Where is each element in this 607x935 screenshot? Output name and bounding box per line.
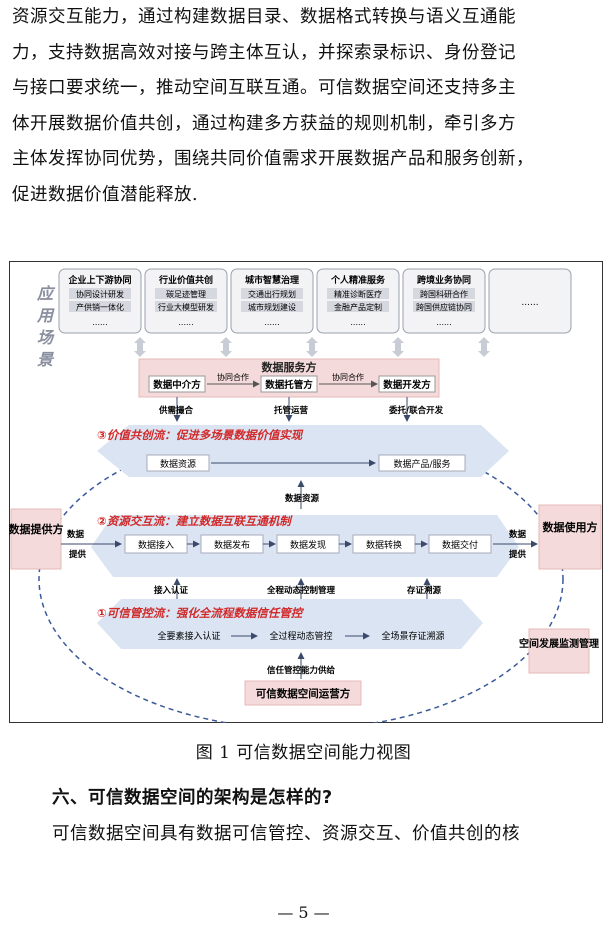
monitor-group: 空间发展监测管理 [519, 628, 599, 674]
intro-line: 促进数据价值潜能释放. [12, 184, 199, 205]
flow3-left: 数据资源 [160, 458, 196, 470]
coop-label: 协同合作 [332, 372, 364, 382]
custodian-label: 数据托管方 [264, 379, 313, 391]
scene-item: 交通出行规划 [248, 289, 296, 299]
evidence-trace-label: 存证溯源 [406, 585, 442, 596]
scene-item: ...... [436, 318, 451, 327]
scene-item: 行业大模型研发 [158, 302, 214, 312]
intro-line: 资源交互能力，通过构建数据目录、数据格式转换与语义互通能 [12, 7, 516, 27]
scene-label-char: 用 [36, 306, 55, 325]
scene-card: 个人精准服务 精准诊断医疗 金融产品定制 ...... [316, 268, 400, 334]
scene-card: 城市智慧治理 交通出行规划 城市规划建设 ...... [230, 268, 314, 334]
page-number: — 5 — [277, 903, 330, 922]
flow2-step: 数据接入 [138, 539, 174, 551]
flow1-step: 全要素接入认证 [157, 630, 220, 642]
figure-svg: 应 用 场 景 企业上下游协同 协同设计研发 产供销一体化 ...... 行业价… [9, 261, 603, 723]
flow2-step: 数据交付 [442, 539, 478, 551]
flow2-step: 数据转换 [366, 539, 402, 551]
body-paragraph: 可信数据空间具有数据可信管控、资源交互、价值共创的核 [52, 824, 520, 844]
scene-item: ...... [92, 318, 107, 327]
scene-item: 碳足迹管理 [166, 289, 206, 299]
service-band: 数据服务方 数据中介方 数据托管方 数据开发方 协同合作 协同合作 [138, 358, 440, 398]
scene-item: 产供销一体化 [76, 302, 124, 312]
user-group: 数据使用方 数据 提供 [493, 504, 602, 570]
intro-line: 力，支持数据高效对接与跨主体互认，并探索录标识、身份登记 [12, 42, 516, 63]
flow3-title: ③价值共创流：促进多场景数据价值实现 [97, 428, 304, 442]
dynamic-control-label: 全程动态控制管理 [266, 585, 336, 596]
monitor-label: 空间发展监测管理 [519, 637, 599, 650]
operator-label: 可信数据空间运营方 [256, 687, 351, 700]
flow2-title: ②资源交互流：建立数据互联互通机制 [97, 514, 293, 528]
user-flow-b: 提供 [509, 549, 527, 560]
data-resource-label: 数据资源 [285, 493, 320, 504]
scene-card: 企业上下游协同 协同设计研发 产供销一体化 ...... [58, 268, 142, 334]
scene-item: ...... [264, 318, 279, 327]
scene-item: ...... [350, 318, 365, 327]
scene-item: ...... [178, 318, 193, 327]
intro-line: 体开展数据价值共创，通过构建多方获益的规则机制，牵引多方 [12, 113, 516, 134]
flow3-right: 数据产品/服务 [393, 458, 450, 470]
trust-supply-label: 信任管控能力供给 [267, 665, 336, 676]
scene-title: 城市智慧治理 [245, 274, 299, 286]
control-up-labels: 接入认证 全程动态控制管理 存证溯源 [154, 585, 442, 596]
scene-title: 行业价值共创 [158, 274, 213, 286]
capability-figure: 应 用 场 景 企业上下游协同 协同设计研发 产供销一体化 ...... 行业价… [9, 261, 603, 723]
access-auth-label: 接入认证 [154, 585, 189, 596]
flow1-title: ①可信管控流：强化全流程数据信任管控 [97, 606, 305, 620]
scene-label-char: 场 [37, 328, 55, 347]
coop-label: 协同合作 [217, 372, 249, 382]
space-ellipse [38, 428, 564, 723]
scene-label-char: 应 [36, 284, 56, 303]
scene-label: 应 用 场 景 [36, 284, 56, 369]
user-label: 数据使用方 [543, 520, 598, 534]
scene-card: ...... [488, 268, 572, 334]
flow2-steps: 数据接入 数据发布 数据发现 数据转换 数据交付 [124, 534, 492, 554]
scene-title: 个人精准服务 [330, 274, 386, 286]
scene-item: 金融产品定制 [334, 302, 382, 312]
flow1-band: ①可信管控流：强化全流程数据信任管控 全要素接入认证 全过程动态管控 全场景存证… [97, 599, 483, 649]
figure-caption: 图 1 可信数据空间能力视图 [195, 743, 412, 763]
scene-item: 跨国科研合作 [420, 289, 468, 299]
service-box-label: 数据服务方 [262, 360, 317, 374]
flow2-step: 数据发布 [214, 539, 250, 551]
scene-item: 协同设计研发 [76, 289, 124, 299]
scene-arrows [134, 337, 490, 357]
control-up-arrows [173, 578, 431, 599]
provider-group: 数据提供方 数据 提供 [9, 508, 122, 570]
provider-flow-a: 数据 [67, 529, 85, 540]
scene-item: 跨国供应链协同 [416, 302, 472, 312]
provider-label: 数据提供方 [9, 522, 64, 536]
scene-title: 跨境业务协同 [417, 274, 471, 286]
section-heading: 六、可信数据空间的架构是怎样的? [52, 788, 333, 808]
scene-item: 城市规划建设 [248, 302, 296, 312]
flow1-step: 全场景存证溯源 [381, 630, 444, 642]
flow2-step: 数据发现 [290, 539, 326, 551]
supply-match-label: 供需撮合 [158, 405, 194, 416]
scene-card: 跨境业务协同 跨国科研合作 跨国供应链协同 ...... [402, 268, 486, 334]
scene-item: ...... [521, 298, 538, 308]
developer-label: 数据开发方 [382, 379, 431, 391]
service-down-labels: 供需撮合 托管运营 委托/联合开发 [158, 405, 444, 416]
intermediary-label: 数据中介方 [152, 379, 201, 391]
operator-group: 可信数据空间运营方 [244, 680, 362, 706]
commission-label: 委托/联合开发 [388, 405, 444, 416]
provider-flow-b: 提供 [69, 549, 87, 560]
flow1-step: 全过程动态管控 [269, 630, 332, 642]
intro-paragraph: 资源交互能力，通过构建数据目录、数据格式转换与语义互通能 力，支持数据高效对接与… [12, 0, 600, 213]
scene-cards: 企业上下游协同 协同设计研发 产供销一体化 ...... 行业价值共创 碳足迹管… [58, 268, 572, 334]
scene-title: 企业上下游协同 [67, 274, 131, 286]
flow3-band: ③价值共创流：促进多场景数据价值实现 数据资源 数据产品/服务 [97, 425, 509, 477]
custody-ops-label: 托管运营 [274, 405, 309, 416]
intro-line: 与接口要求统一，推动空间互联互通。可信数据空间还支持多主 [12, 78, 516, 98]
service-down-arrows [173, 397, 411, 422]
user-flow-a: 数据 [509, 529, 527, 540]
scene-item: 精准诊断医疗 [334, 289, 382, 299]
scene-card: 行业价值共创 碳足迹管理 行业大模型研发 ...... [144, 268, 228, 334]
scene-label-char: 景 [37, 350, 55, 369]
intro-line: 主体发挥协同优势，围绕共同价值需求开展数据产品和服务创新， [12, 149, 534, 169]
